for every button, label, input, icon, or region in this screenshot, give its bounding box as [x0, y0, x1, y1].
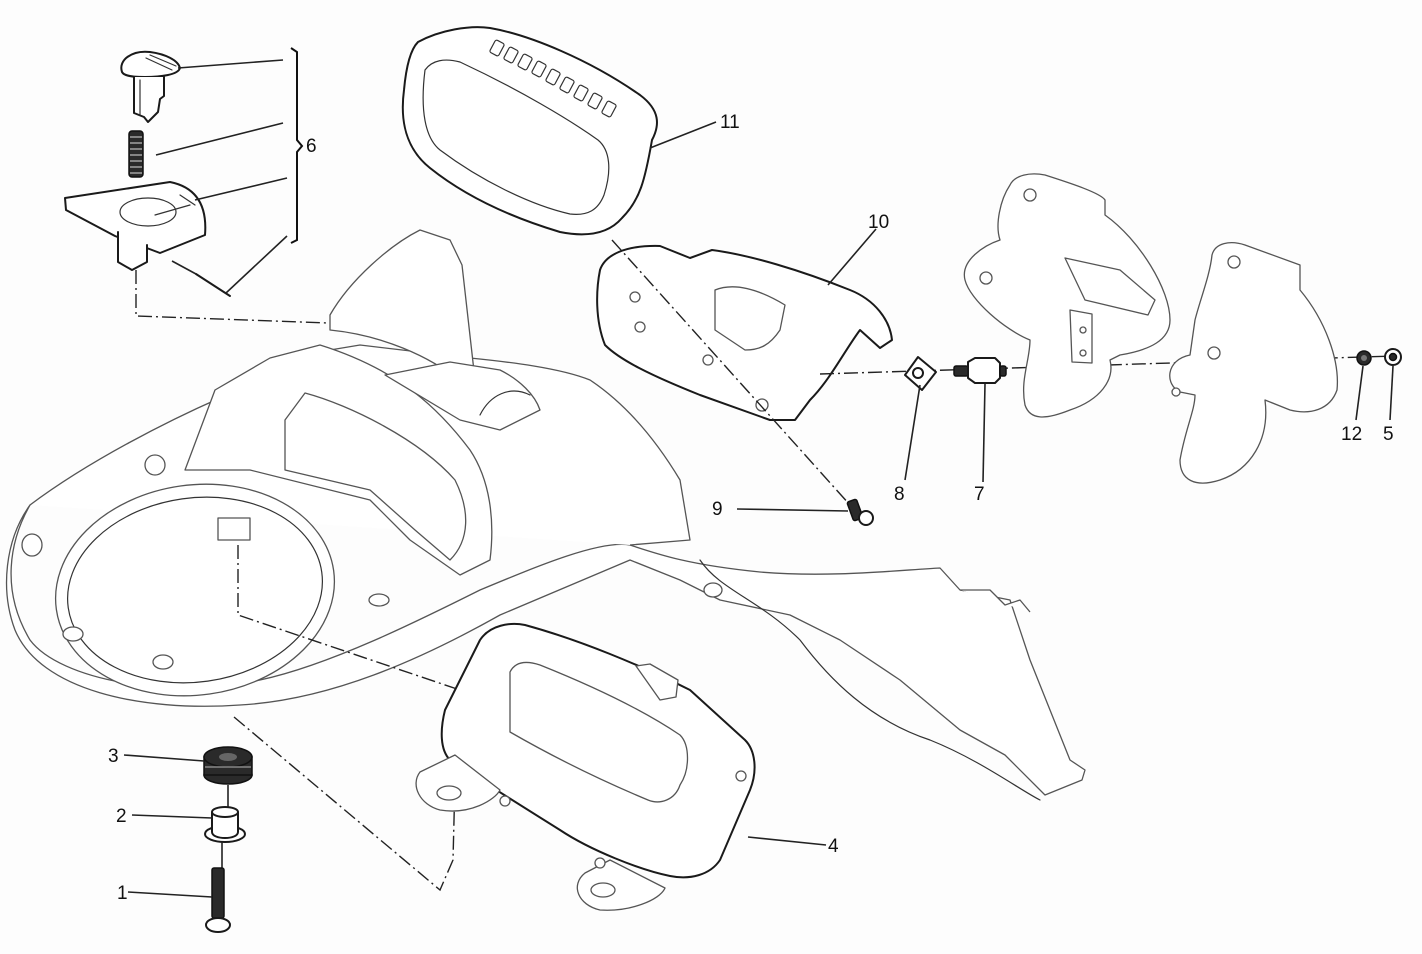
clip-nut: 8: [894, 356, 937, 505]
screw-9: 9: [712, 498, 874, 526]
group-bracket: [290, 47, 304, 244]
pin: [171, 260, 231, 297]
callout-9: 9: [712, 499, 723, 520]
handlebar-mount-left: [963, 173, 1171, 418]
spacer-bushing: 2: [116, 785, 246, 843]
knob-assembly: 6: [64, 47, 317, 297]
nut-12: 12: [1341, 350, 1372, 445]
callout-8: 8: [894, 484, 905, 505]
callout-11: 11: [720, 112, 740, 133]
callout-3: 3: [108, 746, 119, 767]
instrument-panel: 4: [415, 622, 839, 911]
callout-5: 5: [1383, 424, 1394, 445]
callout-2: 2: [116, 806, 127, 827]
callout-6: 6: [306, 136, 317, 157]
handlebar-mount-right: [1169, 242, 1339, 484]
callout-12: 12: [1341, 424, 1362, 445]
callout-10: 10: [868, 212, 889, 233]
warning-lights: [489, 39, 617, 118]
callout-4: 4: [828, 836, 839, 857]
grommet: 3: [108, 746, 253, 785]
cover-plate: [64, 181, 207, 271]
callout-7: 7: [974, 484, 985, 505]
spacer-stud: 7: [953, 357, 1007, 505]
gauge-opening: [54, 483, 336, 697]
washer-5: 5: [1383, 348, 1402, 445]
instrument-bezel: 11: [401, 26, 740, 236]
spring: [128, 130, 144, 178]
instrument-cover: 10: [596, 212, 893, 421]
instrument-frame: [6, 229, 1086, 801]
callout-1: 1: [117, 883, 128, 904]
screw-1: 1: [117, 842, 231, 933]
